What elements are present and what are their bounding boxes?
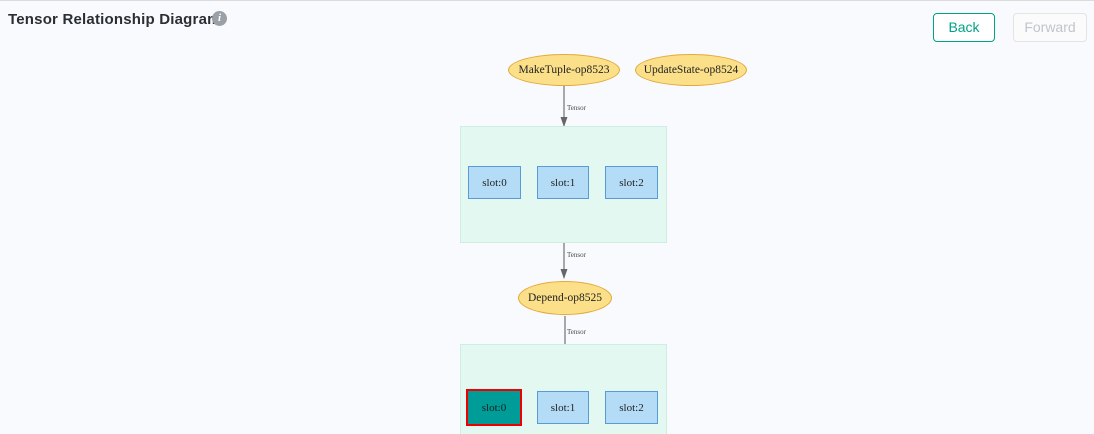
slot-node-selected[interactable]: slot:0 <box>466 389 522 426</box>
info-icon[interactable]: i <box>212 11 227 26</box>
page-title: Tensor Relationship Diagram <box>8 11 221 28</box>
edge-label-tensor: Tensor <box>567 251 586 259</box>
slot-node[interactable]: slot:1 <box>537 391 589 424</box>
slot-node[interactable]: slot:2 <box>605 391 658 424</box>
back-button[interactable]: Back <box>933 13 995 42</box>
edge-label-tensor: Tensor <box>567 328 586 336</box>
forward-button[interactable]: Forward <box>1013 13 1087 42</box>
slot-node[interactable]: slot:2 <box>605 166 658 199</box>
operator-node-updatestate[interactable]: UpdateState-op8524 <box>635 54 747 86</box>
slot-node[interactable]: slot:0 <box>468 166 521 199</box>
edge-label-tensor: Tensor <box>567 104 586 112</box>
operator-node-depend[interactable]: Depend-op8525 <box>518 281 612 315</box>
operator-node-maketuple[interactable]: MakeTuple-op8523 <box>508 54 620 86</box>
slot-node[interactable]: slot:1 <box>537 166 589 199</box>
